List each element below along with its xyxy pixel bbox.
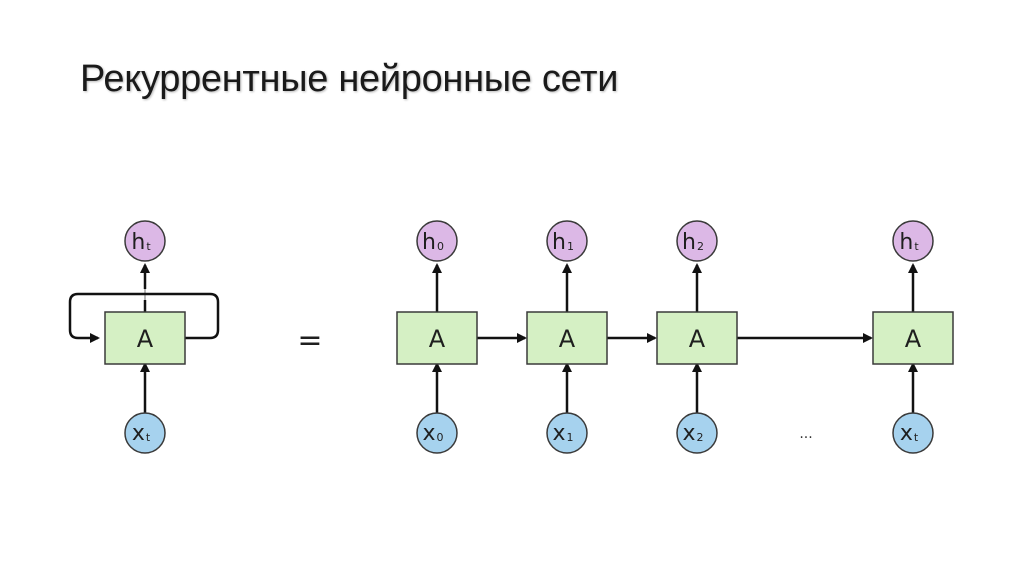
- output-node-t: [892, 220, 934, 262]
- cell-label-t: A: [905, 325, 922, 353]
- cell-box-1: [526, 311, 608, 365]
- folded-input-label: xt: [132, 421, 151, 446]
- rnn-step-0: A h0 x0: [396, 220, 478, 454]
- output-node-1: [546, 220, 588, 262]
- input-label-0: x0: [422, 421, 443, 446]
- rnn-step-2: A h2 x2: [656, 220, 738, 454]
- output-label-t: ht: [899, 230, 919, 255]
- input-node-1: [546, 412, 588, 454]
- cell-label-2: A: [689, 325, 706, 353]
- output-label-0: h0: [422, 230, 444, 255]
- rnn-step-1: A h1 x1: [526, 220, 608, 454]
- folded-output-label: ht: [131, 230, 151, 255]
- output-label-2: h2: [682, 230, 704, 255]
- rnn-step-t: A ht xt: [872, 220, 954, 454]
- output-label-1: h1: [552, 230, 574, 255]
- input-node-t: [892, 412, 934, 454]
- slide-title: Рекуррентные нейронные сети: [80, 58, 619, 100]
- unrolled-rnn: A h0 x0 A h1 x1 A h2 x2: [396, 220, 954, 454]
- input-node-0: [416, 412, 458, 454]
- ellipsis: ...: [799, 426, 812, 442]
- folded-output-node: [124, 220, 166, 262]
- folded-rnn: A ht xt: [68, 220, 220, 454]
- cell-box-0: [396, 311, 478, 365]
- folded-input-node: [124, 412, 166, 454]
- output-node-2: [676, 220, 718, 262]
- equals-sign: =: [297, 323, 322, 358]
- output-node-0: [416, 220, 458, 262]
- folded-cell-box: [104, 311, 186, 365]
- recurrent-loop-arrow: [68, 292, 220, 343]
- cell-box-2: [656, 311, 738, 365]
- cell-label-1: A: [559, 325, 576, 353]
- input-label-1: x1: [552, 421, 573, 446]
- cell-label-0: A: [429, 325, 446, 353]
- input-label-t: xt: [900, 421, 919, 446]
- input-label-2: x2: [682, 421, 703, 446]
- folded-cell-label: A: [137, 325, 154, 353]
- input-node-2: [676, 412, 718, 454]
- cell-box-t: [872, 311, 954, 365]
